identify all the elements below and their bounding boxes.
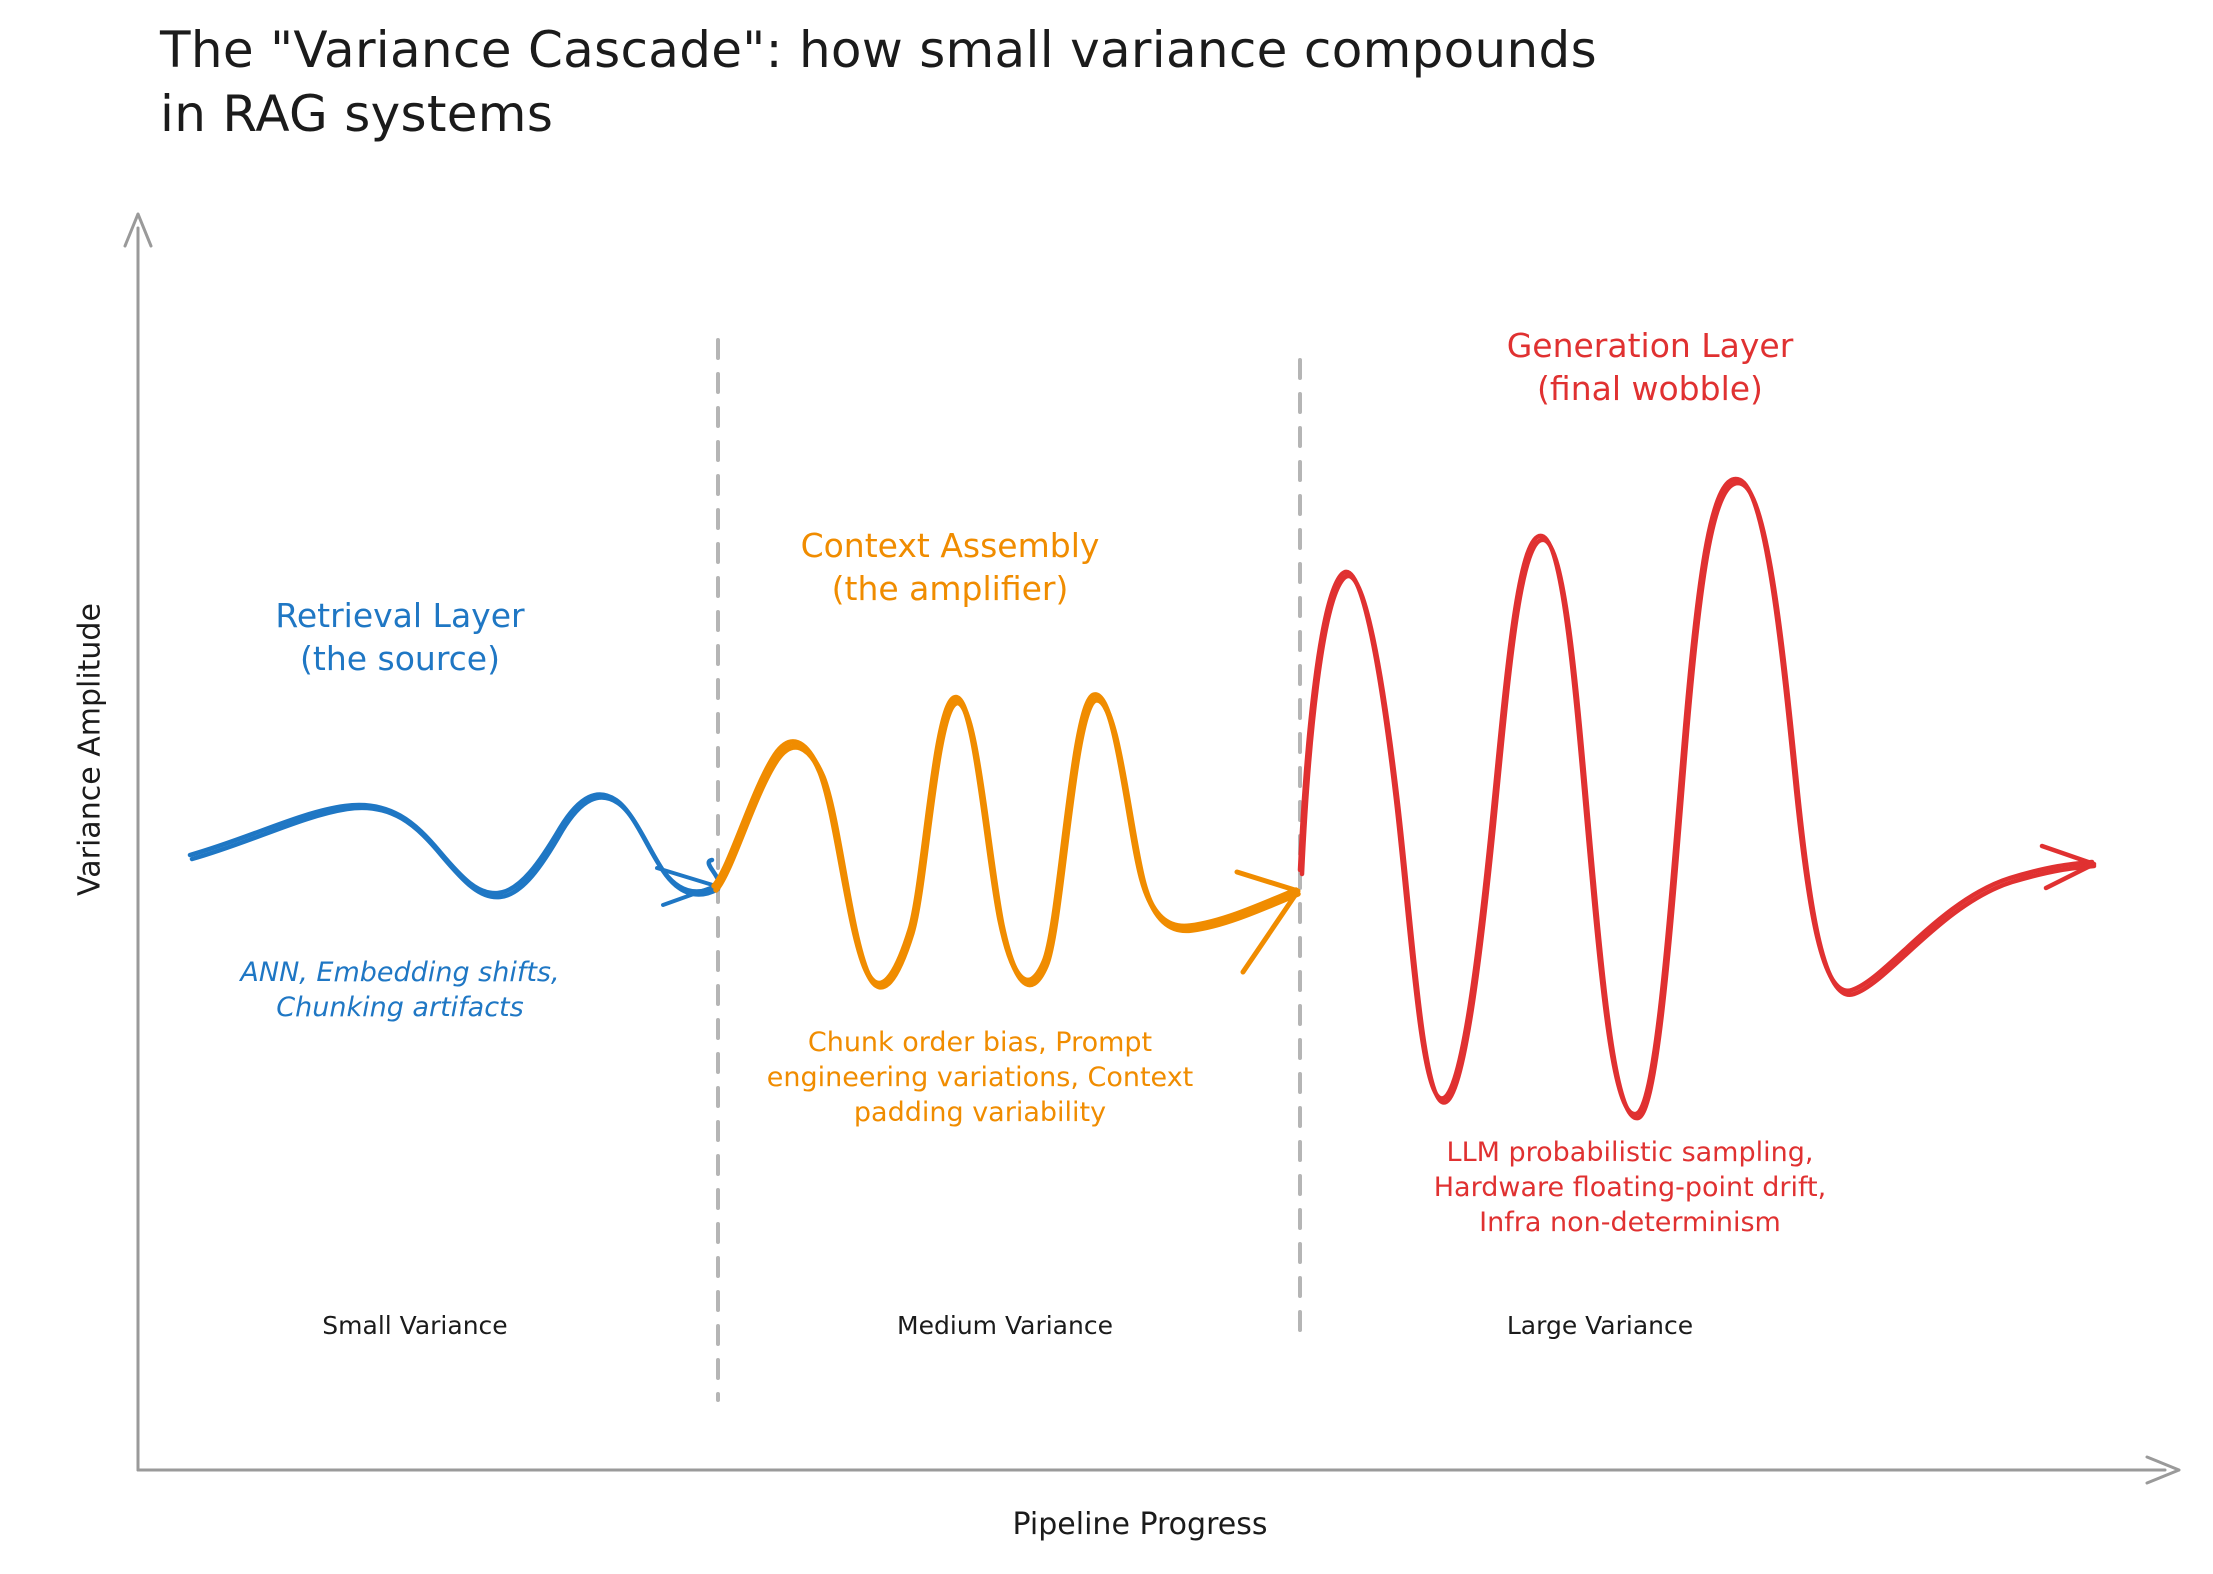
x-axis-label: Pipeline Progress [1012,1507,1268,1542]
stage-title-context: Context Assembly (the amplifier) [800,526,1100,608]
wave-retrieval [187,792,721,907]
variance-tick-medium: Medium Variance [897,1311,1113,1340]
x-axis [136,1455,2181,1485]
variance-tick-large: Large Variance [1506,1311,1694,1340]
stage-title-generation: Generation Layer (final wobble) [1506,326,1794,408]
y-axis-label: Variance Amplitude [72,603,108,896]
y-axis [123,212,153,1472]
stage-note-retrieval: ANN, Embedding shifts, Chunking artifact… [240,957,560,1024]
stage-note-generation: LLM probabilistic sampling, Hardware flo… [1433,1137,1827,1239]
stage-note-context: Chunk order bias, Prompt engineering var… [766,1027,1194,1129]
wave-context [711,692,1301,990]
wave-generation [1297,476,2097,1121]
stage-title-retrieval: Retrieval Layer (the source) [275,596,525,678]
variance-tick-small: Small Variance [322,1311,508,1340]
page-title: The "Variance Cascade": how small varian… [160,21,1597,143]
